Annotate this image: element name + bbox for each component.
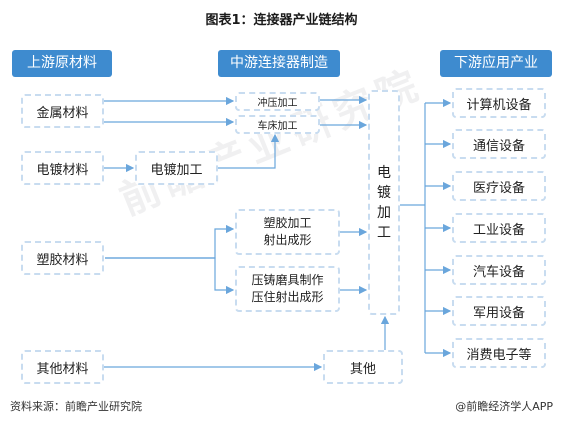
upstream-metal: 金属材料 [21, 94, 104, 128]
mid-lathe: 车床加工 [235, 115, 320, 134]
plating-char-3: 加 [377, 204, 391, 221]
arrow-plastic-2 [105, 257, 235, 295]
mid-plating-vertical: 电 镀 加 工 [368, 90, 400, 315]
upstream-plating: 电镀材料 [21, 151, 104, 185]
mid-other: 其他 [323, 350, 403, 384]
upstream-plastic: 塑胶材料 [21, 241, 104, 275]
downstream-military: 军用设备 [452, 296, 546, 326]
diagram-title: 图表1：连接器产业链结构 [205, 13, 358, 28]
mid-die-line1: 压铸磨具制作 [251, 273, 324, 287]
mid-stamping: 冲压加工 [235, 92, 320, 111]
mid-die-casting: 压铸磨具制作 压住射出成形 [235, 266, 340, 312]
downstream-communication: 通信设备 [452, 129, 546, 159]
upstream-other: 其他材料 [21, 350, 104, 384]
mid-plastic-process: 塑胶加工 射出成形 [235, 209, 340, 255]
downstream-automotive: 汽车设备 [452, 255, 546, 285]
arrow-plastic-1 [105, 224, 235, 259]
downstream-computer: 计算机设备 [452, 88, 546, 118]
downstream-industrial: 工业设备 [452, 213, 546, 243]
brand-note: @前瞻经济学人APP [455, 400, 553, 413]
source-note: 资料来源：前瞻产业研究院 [10, 400, 142, 413]
plating-char-1: 电 [377, 164, 391, 181]
mid-plastic-line2: 射出成形 [263, 233, 312, 247]
mid-plating-process: 电镀加工 [135, 151, 218, 185]
downstream-medical: 医疗设备 [452, 171, 546, 201]
downstream-consumer: 消费电子等 [452, 338, 546, 368]
plating-char-4: 工 [377, 224, 391, 241]
mid-die-line2: 压住射出成形 [251, 290, 324, 304]
header-downstream: 下游应用产业 [440, 50, 552, 77]
header-upstream: 上游原材料 [12, 50, 112, 77]
arrow-plating-lathe [218, 133, 280, 169]
header-midstream: 中游连接器制造 [218, 50, 340, 77]
mid-plastic-line1: 塑胶加工 [263, 216, 312, 230]
plating-char-2: 镀 [377, 184, 391, 201]
